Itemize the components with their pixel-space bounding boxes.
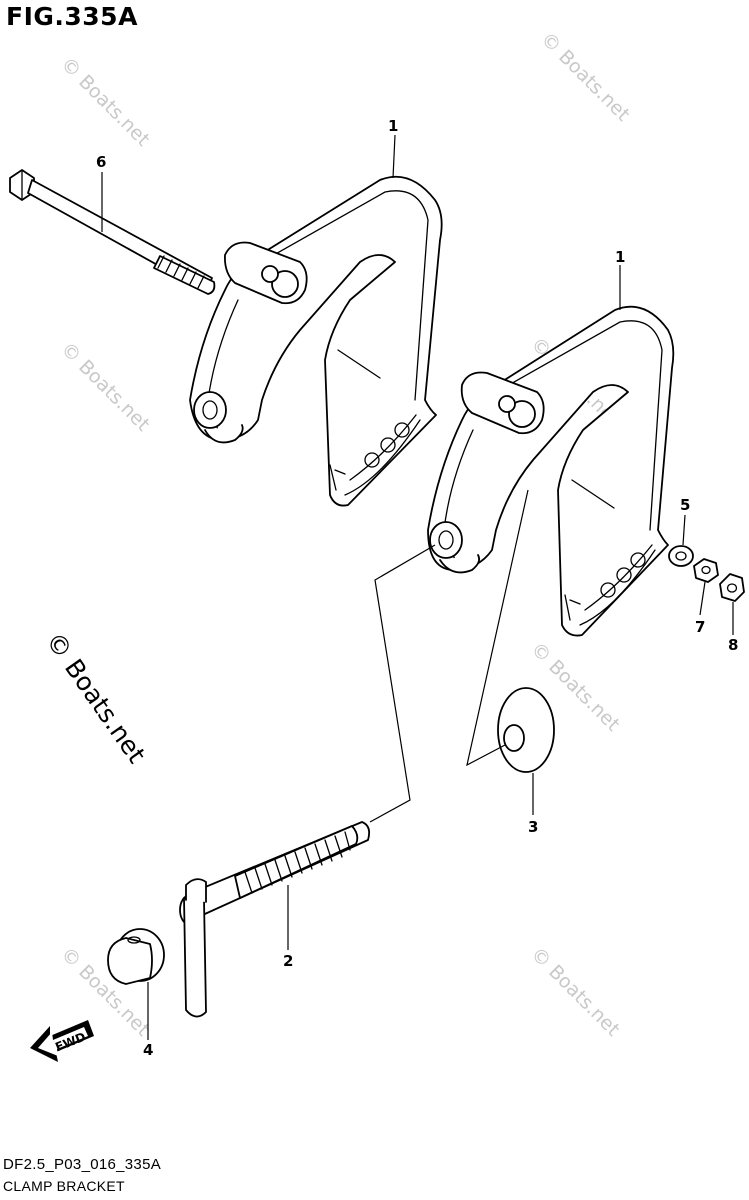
watermark-main: © Boats.net	[40, 627, 151, 769]
cap-part	[107, 928, 165, 985]
watermark: © Boats.net	[56, 338, 154, 436]
clamp-screw-part	[179, 821, 371, 1018]
callout-washer: 5	[680, 496, 690, 514]
leader-lines	[101, 134, 734, 1040]
pad-part	[497, 687, 555, 773]
callout-long-bolt: 6	[96, 153, 106, 171]
watermark-layer: © Boats.net © Boats.net © Boats.net © Bo…	[40, 28, 634, 1041]
clamp-bracket-upper	[189, 175, 443, 507]
callout-bracket-bottom: 1	[615, 248, 625, 266]
figure-name: CLAMP BRACKET	[3, 1178, 125, 1194]
lock-nut-a-part	[693, 558, 719, 583]
fwd-arrow: FWD	[30, 1020, 94, 1062]
watermark: © Boats.net	[526, 943, 624, 1041]
callout-lock-nut-a: 7	[695, 618, 705, 636]
callout-lock-nut-b: 8	[728, 636, 738, 654]
watermark: © Boats.net	[536, 28, 634, 126]
callout-pad: 3	[528, 818, 538, 836]
callouts: 1 1 6 5 7 8 3 2 4	[96, 117, 738, 1059]
callout-bracket-top: 1	[388, 117, 398, 135]
callout-cap: 4	[143, 1041, 153, 1059]
callout-clamp-screw: 2	[283, 952, 293, 970]
washer-part	[668, 545, 694, 567]
long-bolt-part	[9, 169, 216, 295]
figure-title: FIG.335A	[6, 2, 138, 31]
lock-nut-b-part	[719, 573, 745, 602]
clamp-bracket-lower	[427, 305, 675, 637]
figure-code: DF2.5_P03_016_335A	[3, 1156, 162, 1173]
watermark: © Boats.net	[56, 53, 154, 151]
